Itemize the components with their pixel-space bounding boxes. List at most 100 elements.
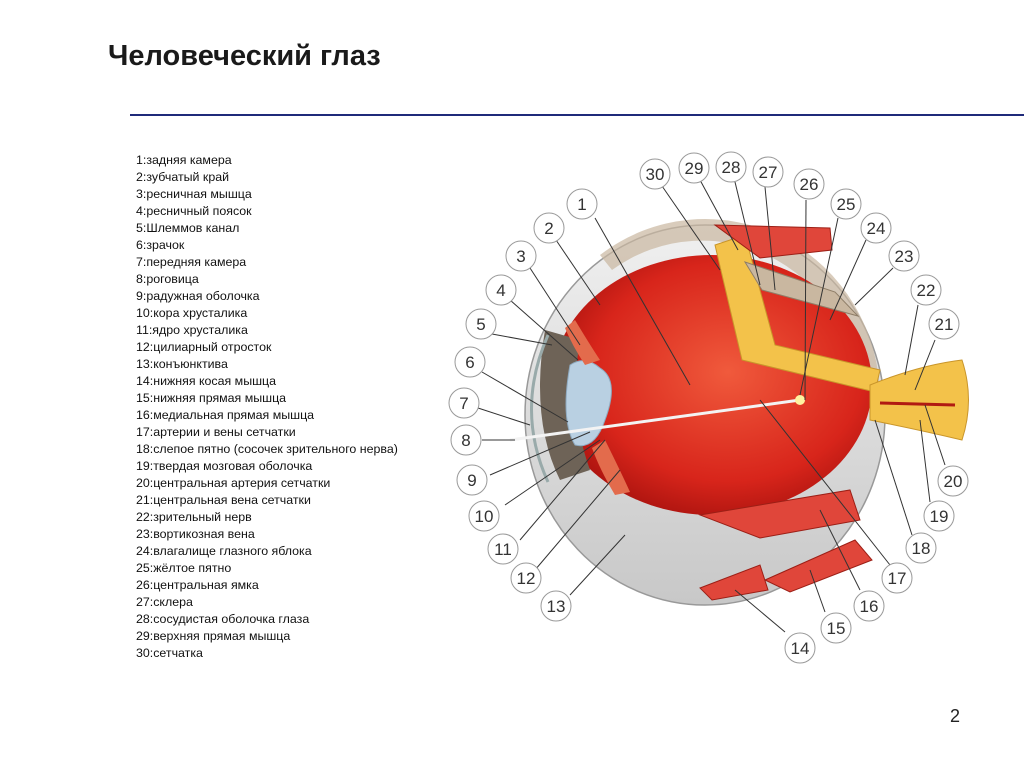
callout-1: 1 [566, 188, 598, 220]
leader-line [529, 267, 581, 346]
callout-20: 20 [937, 465, 969, 497]
legend-item: 9:радужная оболочка [136, 289, 260, 303]
title-underline [130, 114, 1024, 116]
callout-29: 29 [678, 152, 710, 184]
legend-item: 25:жёлтое пятно [136, 561, 232, 575]
legend-item: 12:цилиарный отросток [136, 340, 272, 354]
leader-line [569, 534, 626, 596]
callout-3: 3 [505, 240, 537, 272]
legend-item: 6:зрачок [136, 238, 185, 252]
svg-text:12: 12 [517, 569, 536, 588]
callout-28: 28 [715, 151, 747, 183]
leader-line [519, 439, 606, 541]
leader-line [904, 304, 919, 376]
legend-item: 21:центральная вена сетчатки [136, 493, 311, 507]
legend-item: 1:задняя камера [136, 153, 232, 167]
leader-line [489, 431, 591, 476]
callout-8: 8 [450, 424, 482, 456]
callout-9: 9 [456, 464, 488, 496]
leader-line [509, 299, 579, 361]
svg-text:29: 29 [685, 159, 704, 178]
svg-text:11: 11 [494, 540, 512, 559]
legend-item: 26:центральная ямка [136, 578, 259, 592]
legend-item: 30:сетчатка [136, 646, 203, 660]
svg-text:27: 27 [759, 163, 778, 182]
legend-item: 13:конъюнктива [136, 357, 228, 371]
legend-item: 5:Шлеммов канал [136, 221, 240, 235]
leader-line [874, 419, 913, 536]
svg-text:19: 19 [930, 507, 949, 526]
svg-text:21: 21 [935, 315, 954, 334]
svg-text:23: 23 [895, 247, 914, 266]
leader-line [699, 179, 739, 251]
slide-title: Человеческий глаз [108, 40, 381, 72]
legend-item: 8:роговица [136, 272, 199, 286]
leader-line [491, 333, 553, 346]
svg-text:25: 25 [837, 195, 856, 214]
fovea-marker [795, 395, 805, 405]
legend-item: 18:слепое пятно (сосочек зрительного нер… [136, 442, 398, 456]
callout-25: 25 [830, 188, 862, 220]
leader-line [661, 185, 721, 271]
svg-text:4: 4 [496, 281, 505, 300]
leader-line [919, 419, 931, 503]
legend-item: 4:ресничный поясок [136, 204, 252, 218]
leader-line [764, 186, 776, 291]
svg-text:22: 22 [917, 281, 936, 300]
legend-item: 3:ресничная мышца [136, 187, 252, 201]
callout-18: 18 [905, 532, 937, 564]
medial-rectus-muscle-shape [763, 539, 873, 593]
legend-item: 22:зрительный нерв [136, 510, 252, 524]
callout-23: 23 [888, 240, 920, 272]
callout-19: 19 [923, 500, 955, 532]
lens-shape [565, 360, 612, 447]
svg-text:5: 5 [476, 315, 485, 334]
svg-text:17: 17 [888, 569, 907, 588]
svg-text:14: 14 [791, 639, 810, 658]
cornea-shape [530, 334, 550, 483]
legend-item: 14:нижняя косая мышца [136, 374, 277, 388]
svg-text:15: 15 [827, 619, 846, 638]
svg-text:16: 16 [860, 597, 879, 616]
legend-item: 24:влагалище глазного яблока [136, 544, 312, 558]
callout-7: 7 [448, 387, 480, 419]
leader-line [809, 569, 826, 613]
svg-text:10: 10 [475, 507, 494, 526]
legend-item: 15:нижняя прямая мышца [136, 391, 287, 405]
svg-text:2: 2 [544, 219, 553, 238]
legend-item: 28:сосудистая оболочка глаза [136, 612, 310, 626]
svg-text:9: 9 [467, 471, 476, 490]
leader-line [734, 589, 786, 633]
leader-line [594, 217, 691, 386]
svg-text:8: 8 [461, 431, 470, 450]
legend-item: 23:вортикозная вена [136, 527, 255, 541]
leader-line [924, 404, 946, 466]
legend-item: 20:центральная артерия сетчатки [136, 476, 331, 490]
svg-text:26: 26 [800, 175, 819, 194]
choroid-shape [600, 218, 881, 410]
svg-text:1: 1 [577, 195, 586, 214]
leader-line [759, 399, 891, 566]
leader-line [504, 439, 601, 506]
legend-list: 1:задняя камера 2:зубчатый край 3:реснич… [136, 152, 398, 662]
callout-5: 5 [465, 308, 497, 340]
leader-line [819, 509, 861, 591]
legend-item: 10:кора хрусталика [136, 306, 248, 320]
legend-item: 2:зубчатый край [136, 170, 230, 184]
callout-15: 15 [820, 612, 852, 644]
callout-30: 30 [639, 158, 671, 190]
leader-line [914, 339, 936, 391]
leader-line [804, 199, 807, 401]
superior-rectus-muscle-shape [713, 224, 833, 259]
callout-13: 13 [540, 590, 572, 622]
leader-line [829, 239, 867, 321]
retina-interior-shape [552, 255, 872, 515]
callout-22: 22 [910, 274, 942, 306]
ciliary-body-shape [565, 320, 600, 365]
svg-text:24: 24 [867, 219, 886, 238]
svg-text:6: 6 [465, 353, 474, 372]
callout-17: 17 [881, 562, 913, 594]
svg-text:7: 7 [459, 394, 468, 413]
leader-lines [477, 179, 946, 633]
